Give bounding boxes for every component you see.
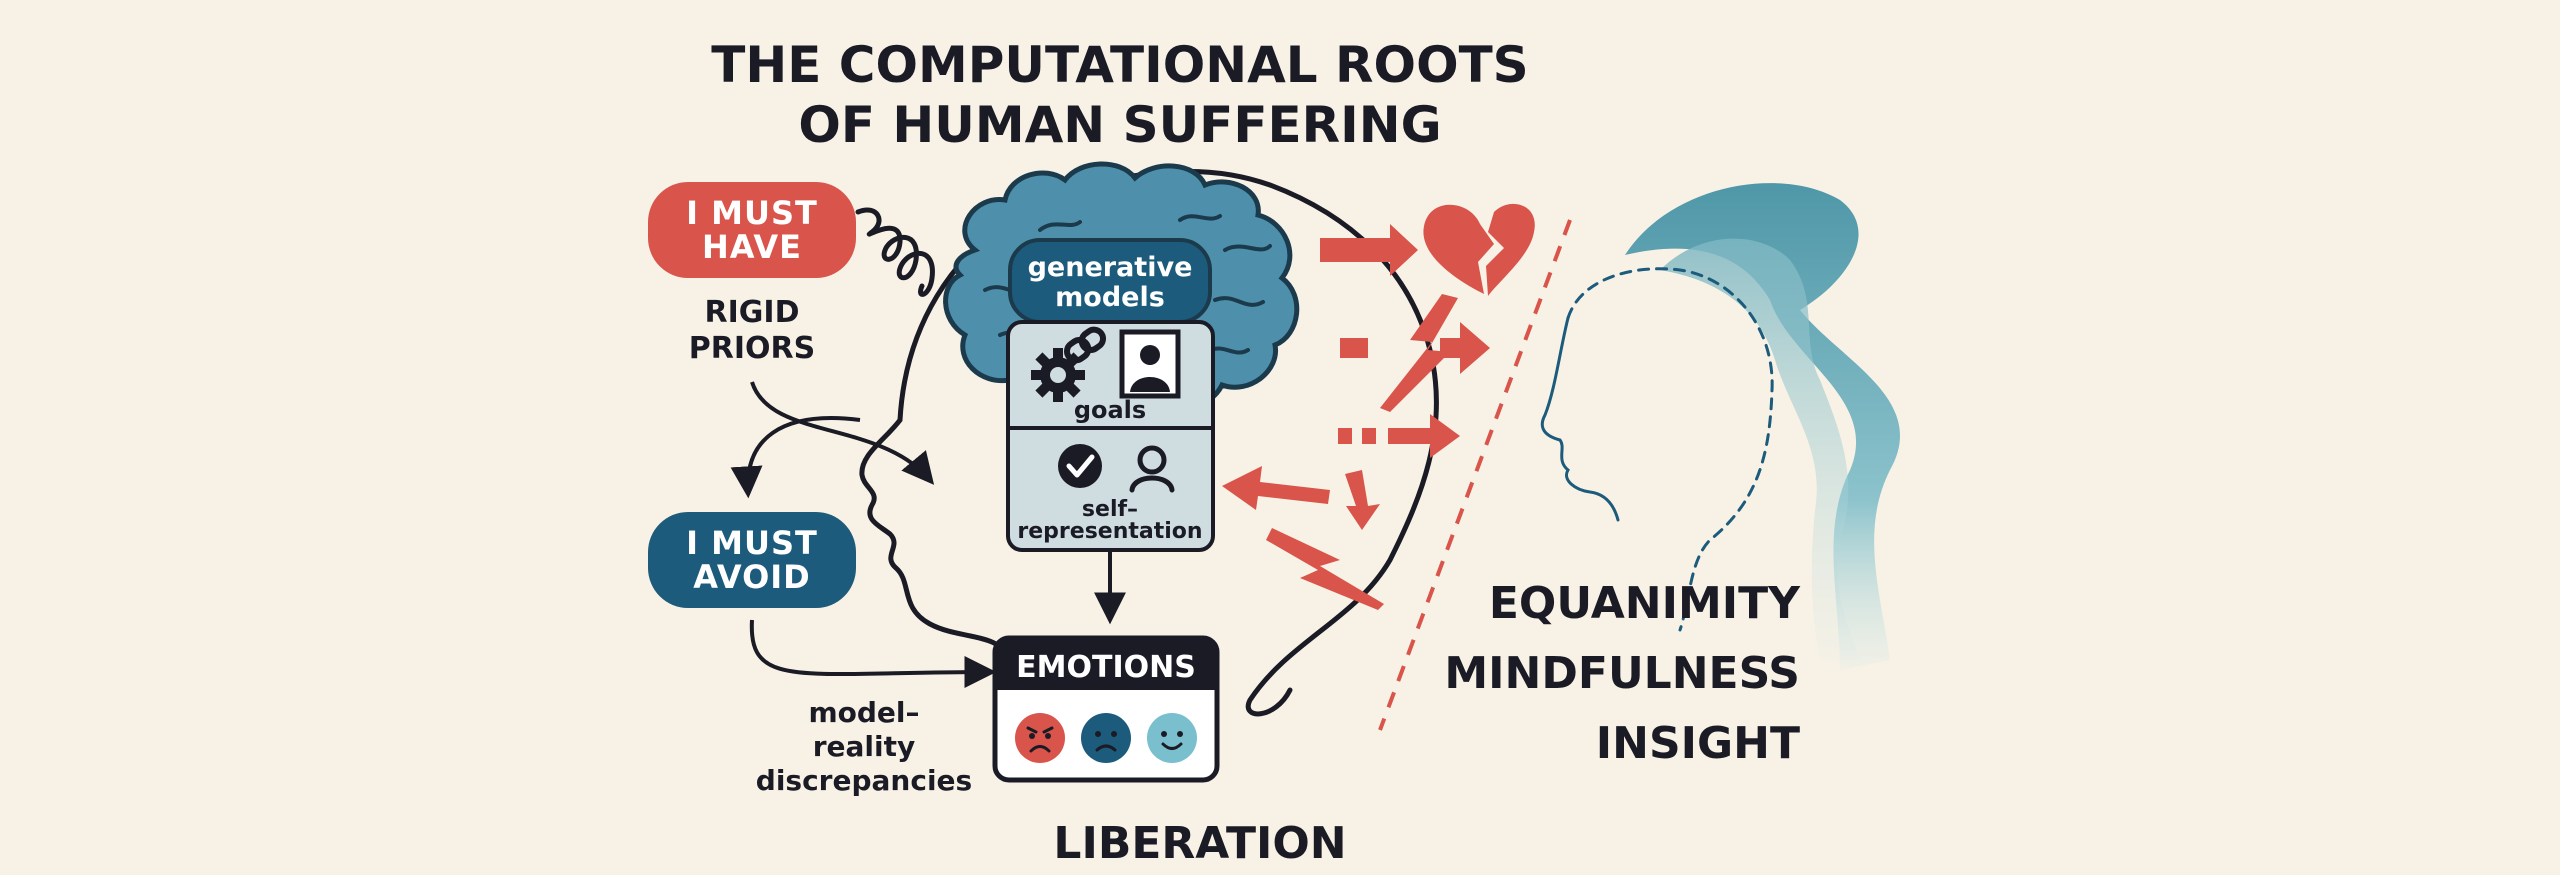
calm-face-profile [1540,316,1620,522]
person-icon [1129,445,1175,493]
flow-arrow-avoid-to-emotions [749,619,997,689]
calm-face-icon [1147,713,1197,763]
generative-models-pill: generative models [1008,238,1212,324]
hair-wave [1625,183,1901,670]
goals-label: goals [1074,396,1146,424]
must-avoid-pill: I MUST AVOID [648,512,856,608]
title-block: THE COMPUTATIONAL ROOTS OF HUMAN SUFFERI… [711,36,1528,154]
link-icon [1063,326,1107,364]
right-labels: EQUANIMITY MINDFULNESS INSIGHT [1444,578,1801,769]
equanimity-label: EQUANIMITY [1489,578,1801,629]
svg-text:generative: generative [1028,252,1193,283]
svg-text:models: models [1055,282,1165,313]
lightning-bolts [1266,294,1458,610]
svg-text:discrepancies: discrepancies [756,764,972,797]
flow-arrow-to-avoid [730,416,861,499]
gear-icon [1031,348,1085,402]
emotions-label: EMOTIONS [1016,650,1196,685]
angry-face-icon [1015,713,1065,763]
must-avoid-line-1: I MUST [686,524,818,562]
rigid-priors-label: RIGID PRIORS [689,295,815,366]
red-arrows [1222,224,1490,530]
svg-text:reality: reality [813,730,916,763]
face-profile [859,417,1013,663]
must-have-line-1: I MUST [686,194,818,232]
self-representation-label: self– representation [1017,497,1202,544]
sad-face-icon [1081,713,1131,763]
must-avoid-line-2: AVOID [693,558,810,596]
svg-text:self–: self– [1082,497,1138,522]
checkmark-icon [1058,444,1102,488]
must-have-line-2: HAVE [702,228,802,266]
title-line-1: THE COMPUTATIONAL ROOTS [711,36,1528,94]
calm-head-profile [1566,267,1774,632]
mindfulness-label: MINDFULNESS [1444,648,1800,699]
portrait-icon [1119,329,1181,399]
svg-text:model–: model– [808,696,919,729]
title-line-2: OF HUMAN SUFFERING [798,96,1441,154]
must-have-pill: I MUST HAVE [648,182,856,278]
liberation-label: LIBERATION [1053,818,1346,869]
dashed-divider [1378,219,1572,731]
insight-label: INSIGHT [1596,718,1800,769]
broken-heart-icon [1423,203,1535,296]
svg-text:RIGID: RIGID [705,295,800,330]
discrepancies-label: model– reality discrepancies [756,696,972,797]
flow-arrow-to-head [750,381,935,485]
coil-spring [855,207,935,297]
svg-text:representation: representation [1017,519,1202,544]
svg-text:PRIORS: PRIORS [689,331,815,366]
